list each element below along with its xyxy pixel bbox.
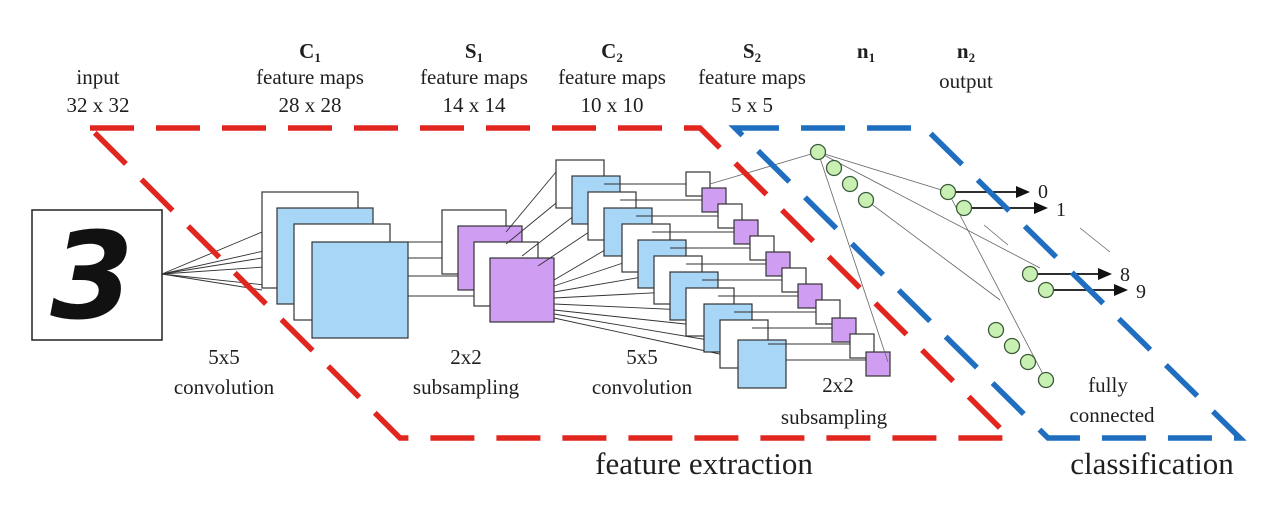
classification-region bbox=[728, 125, 1247, 441]
n2-neuron bbox=[1021, 265, 1039, 283]
output-label: 1 bbox=[1056, 199, 1066, 221]
op-fc-line2: connected bbox=[1069, 403, 1155, 427]
input-image: 3 bbox=[31, 208, 163, 347]
n1-neuron bbox=[809, 143, 827, 161]
header-n2: n2 output bbox=[939, 39, 993, 93]
n1-neuron bbox=[1003, 337, 1021, 355]
s2-map bbox=[865, 351, 891, 377]
c1-map bbox=[311, 241, 409, 339]
op-fc-label: fully connected bbox=[1069, 373, 1155, 427]
header-c2-size: 10 x 10 bbox=[581, 93, 644, 117]
c2-map bbox=[737, 339, 787, 389]
n1-neuron bbox=[857, 191, 875, 209]
input-digit: 3 bbox=[50, 208, 134, 347]
op-fc-line1: fully bbox=[1088, 373, 1128, 397]
s2-feature-maps bbox=[685, 171, 891, 377]
op-sub2-label: 2x2 subsampling bbox=[781, 373, 888, 429]
op-sub2-size: 2x2 bbox=[822, 373, 854, 397]
n1-neuron bbox=[1037, 371, 1055, 389]
header-n1-name: n1 bbox=[857, 39, 875, 65]
header-c1: C1 feature maps 28 x 28 bbox=[256, 39, 364, 117]
n1-neuron bbox=[825, 159, 843, 177]
header-s2-size: 5 x 5 bbox=[731, 93, 773, 117]
op-conv1-label: 5x5 convolution bbox=[174, 345, 275, 399]
header-s1-name: S1 bbox=[465, 39, 483, 65]
n2-neuron bbox=[939, 183, 957, 201]
header-n1: n1 bbox=[857, 39, 875, 65]
output-label: 9 bbox=[1136, 281, 1146, 303]
classification-caption: classification bbox=[1070, 446, 1234, 481]
feature-extraction-region bbox=[83, 125, 1017, 441]
header-input-title: input bbox=[76, 65, 119, 89]
arrow-head-icon bbox=[1098, 268, 1112, 280]
connections-fully-connected bbox=[709, 151, 1111, 381]
s1-map bbox=[489, 257, 555, 323]
header-c1-desc: feature maps bbox=[256, 65, 364, 89]
header-input: input 32 x 32 bbox=[67, 65, 130, 117]
op-sub1-label: 2x2 subsampling bbox=[413, 345, 520, 399]
output-label: 0 bbox=[1038, 181, 1048, 203]
feature-extraction-caption: feature extraction bbox=[595, 446, 813, 481]
op-conv2-name: convolution bbox=[592, 375, 693, 399]
op-conv1-name: convolution bbox=[174, 375, 275, 399]
arrow-head-icon bbox=[1034, 202, 1048, 214]
op-sub2-name: subsampling bbox=[781, 405, 888, 429]
n1-neurons bbox=[809, 143, 1055, 389]
header-n2-desc: output bbox=[939, 69, 993, 93]
c1-feature-maps bbox=[261, 191, 409, 339]
n2-output-neurons: 0 1 8 9 bbox=[939, 181, 1146, 303]
s1-feature-maps bbox=[441, 209, 555, 323]
connections-c2-s2 bbox=[604, 183, 866, 361]
op-conv2-size: 5x5 bbox=[626, 345, 658, 369]
n1-neuron bbox=[987, 321, 1005, 339]
arrow-head-icon bbox=[1016, 186, 1030, 198]
op-sub1-size: 2x2 bbox=[450, 345, 482, 369]
header-s2-name: S2 bbox=[743, 39, 761, 65]
header-input-size: 32 x 32 bbox=[67, 93, 130, 117]
header-s1: S1 feature maps 14 x 14 bbox=[420, 39, 528, 117]
input-image-frame bbox=[31, 209, 163, 341]
n1-neuron bbox=[841, 175, 859, 193]
n2-neuron bbox=[1037, 281, 1055, 299]
c2-feature-maps bbox=[555, 159, 787, 389]
op-conv2-label: 5x5 convolution bbox=[592, 345, 693, 399]
header-c1-size: 28 x 28 bbox=[279, 93, 342, 117]
header-s1-size: 14 x 14 bbox=[443, 93, 507, 117]
header-c2-name: C2 bbox=[601, 39, 623, 65]
n2-neuron bbox=[955, 199, 973, 217]
header-s2-desc: feature maps bbox=[698, 65, 806, 89]
header-s2: S2 feature maps 5 x 5 bbox=[698, 39, 806, 117]
n1-neuron bbox=[1019, 353, 1037, 371]
arrow-head-icon bbox=[1114, 284, 1128, 296]
header-c2: C2 feature maps 10 x 10 bbox=[558, 39, 666, 117]
header-n2-name: n2 bbox=[957, 39, 975, 65]
header-s1-desc: feature maps bbox=[420, 65, 528, 89]
op-conv1-size: 5x5 bbox=[208, 345, 240, 369]
header-c1-name: C1 bbox=[299, 39, 321, 65]
header-c2-desc: feature maps bbox=[558, 65, 666, 89]
output-label: 8 bbox=[1120, 264, 1130, 286]
op-sub1-name: subsampling bbox=[413, 375, 520, 399]
